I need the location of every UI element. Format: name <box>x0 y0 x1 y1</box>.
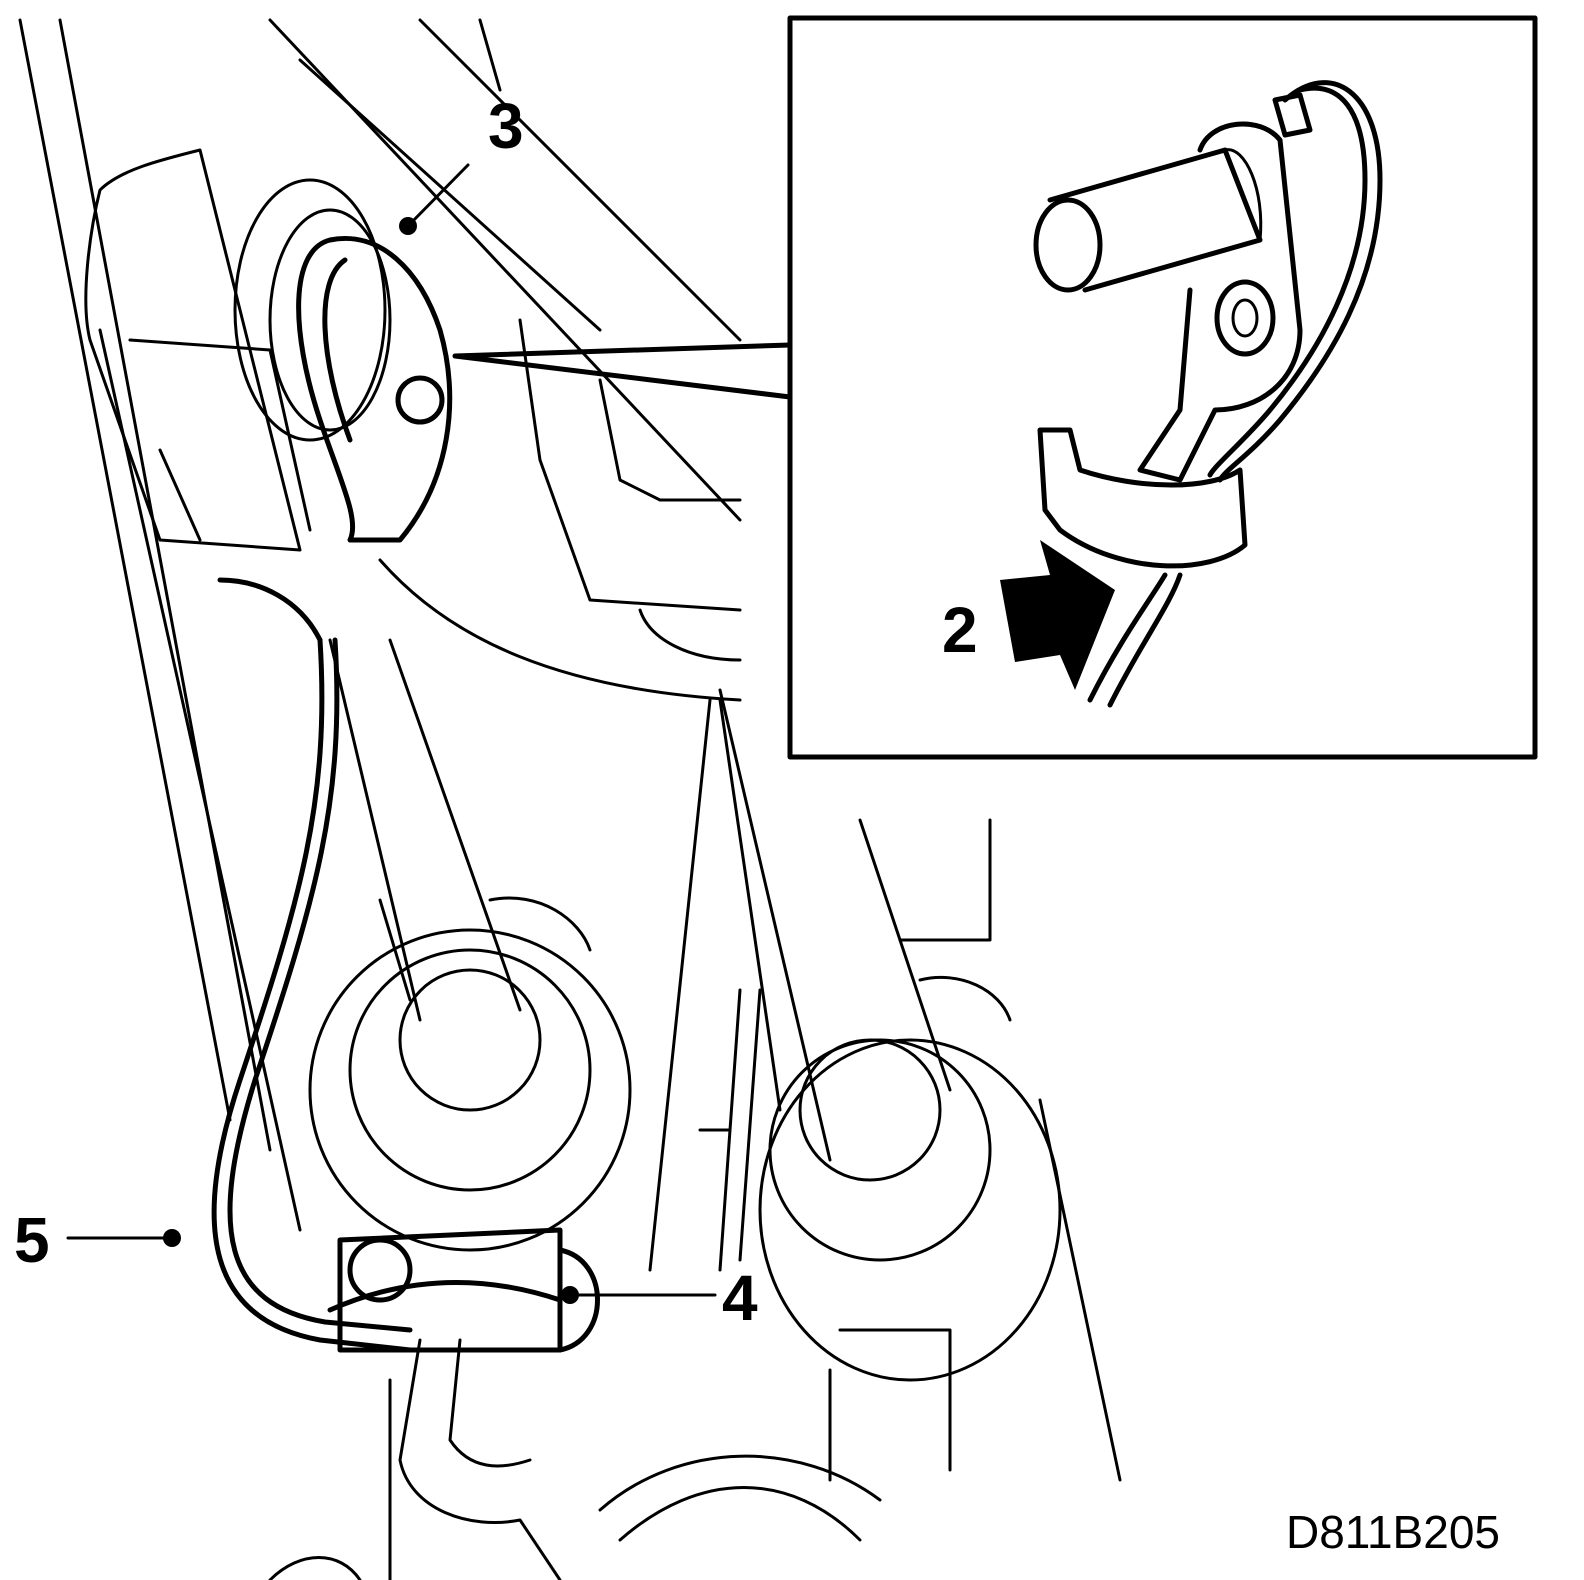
reference-code: D811B205 <box>1286 1506 1500 1558</box>
callout-4: 4 <box>722 1262 758 1334</box>
callout-leaders <box>66 163 717 1304</box>
main-assembly <box>18 18 1122 1580</box>
detail-inset <box>452 15 1538 760</box>
callout-2: 2 <box>942 594 978 666</box>
callout-3: 3 <box>488 90 524 162</box>
callout-5: 5 <box>14 1204 50 1276</box>
